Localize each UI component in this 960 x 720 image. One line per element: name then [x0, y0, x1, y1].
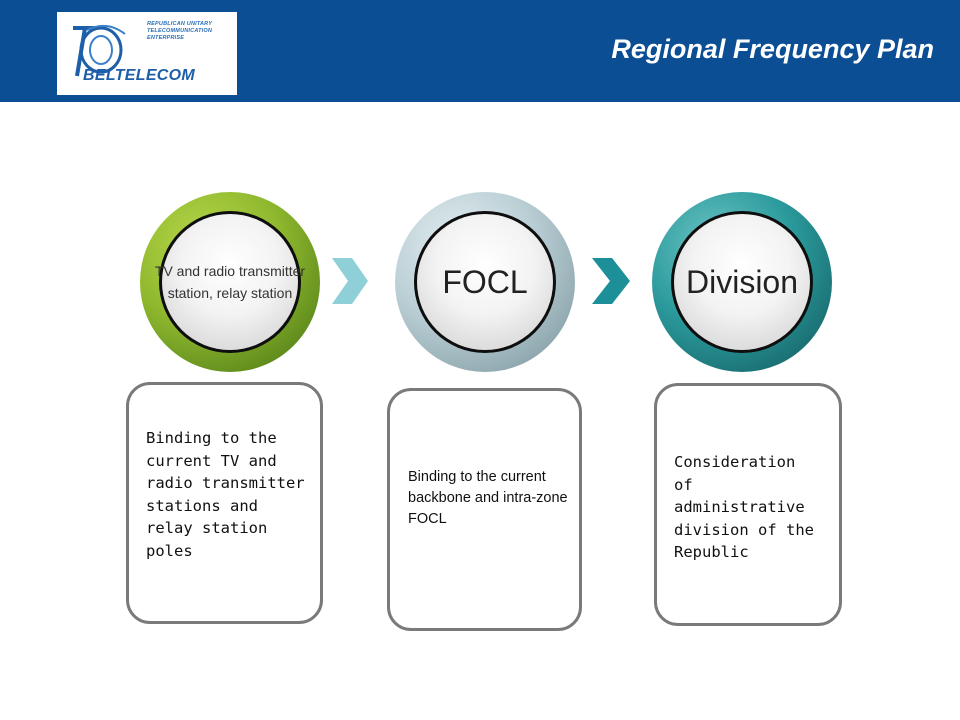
- step-2-card-text: Binding to the current backbone and intr…: [408, 469, 568, 527]
- step-2-card: Binding to the current backbone and intr…: [387, 388, 582, 631]
- chevron-right-icon: [332, 258, 368, 304]
- step-3-ring: Division: [652, 192, 832, 372]
- step-3-card: Consideration of administrative division…: [654, 383, 842, 626]
- step-2-face: FOCL: [417, 214, 553, 350]
- step-2-ring: FOCL: [395, 192, 575, 372]
- step-1-card: Binding to the current TV and radio tran…: [126, 382, 323, 624]
- chevron-right-icon: [592, 258, 630, 304]
- logo-subtitle: REPUBLICAN UNITARY TELECOMMUNICATION ENT…: [147, 21, 213, 41]
- step-3-label: Division: [685, 263, 799, 300]
- step-3-face: Division: [674, 214, 810, 350]
- step-2-label: FOCL: [442, 263, 528, 300]
- step-1-ring: TV and radio transmitter station, relay …: [140, 192, 320, 372]
- step-1-label: TV and radio transmitter station, relay …: [154, 263, 306, 301]
- logo-emblem-icon: [73, 24, 126, 77]
- logo-name: BELTELECOM: [83, 67, 196, 84]
- step-1-card-text: Binding to the current TV and radio tran…: [146, 429, 305, 560]
- page-title: Regional Frequency Plan: [611, 34, 934, 64]
- header-bar: REPUBLICAN UNITARY TELECOMMUNICATION ENT…: [0, 0, 960, 102]
- step-3-card-text: Consideration of administrative division…: [674, 453, 814, 561]
- beltelecom-logo: REPUBLICAN UNITARY TELECOMMUNICATION ENT…: [57, 12, 237, 95]
- step-1-face: TV and radio transmitter station, relay …: [155, 214, 305, 350]
